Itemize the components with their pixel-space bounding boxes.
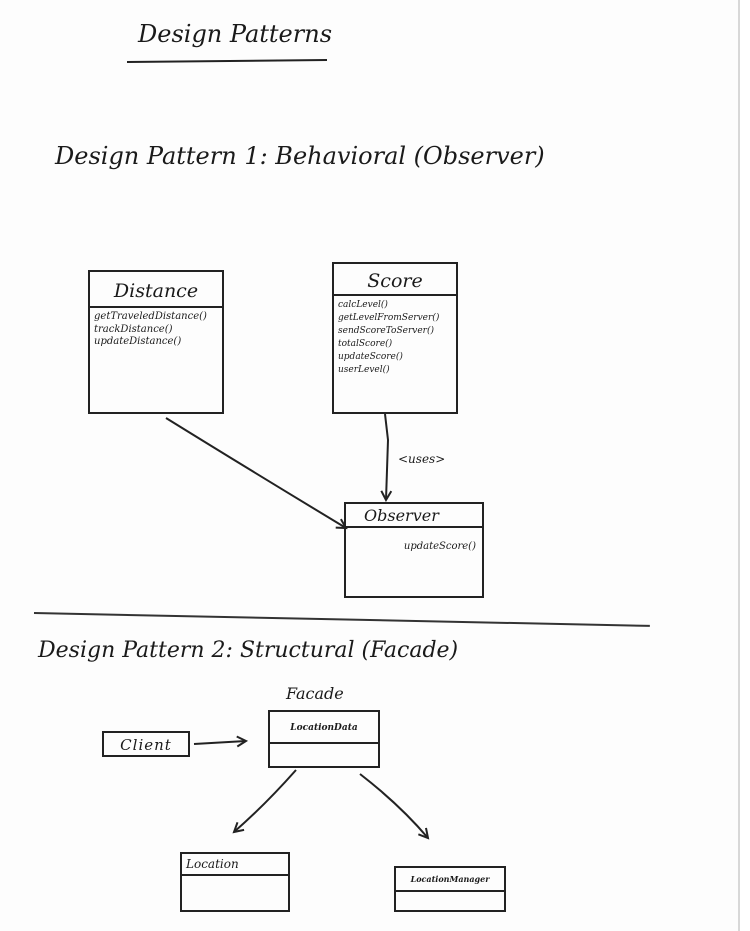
pattern2-heading: Design Pattern 2: Structural (Facade) [38, 638, 459, 663]
facade-label: Facade [286, 684, 344, 703]
score-class-box: Score calcLevel() getLevelFromServer() s… [332, 262, 458, 414]
method: trackDistance() [94, 323, 173, 335]
method: totalScore() [338, 339, 393, 350]
facade-class-name: LocationData [270, 712, 378, 744]
method: sendScoreToServer() [338, 326, 435, 337]
observer-class-name: Observer [346, 504, 482, 528]
method: getTraveledDistance() [94, 311, 207, 322]
client-box: Client [102, 731, 190, 757]
distance-to-observer-arrow [165, 417, 346, 528]
method: calcLevel() [338, 300, 388, 310]
page-title: Design Patterns [138, 20, 333, 48]
client-to-facade-arrow [193, 741, 246, 744]
observer-methods: updateScore() [346, 528, 482, 557]
score-class-name: Score [334, 264, 456, 296]
distance-class-box: Distance getTraveledDistance() trackDist… [88, 270, 224, 414]
location-manager-class-box: LocationManager [394, 866, 506, 912]
distance-methods: getTraveledDistance() trackDistance() up… [90, 308, 222, 352]
method: updateDistance() [94, 336, 182, 347]
facade-to-location-manager-arrow [359, 773, 428, 838]
pattern1-heading: Design Pattern 1: Behavioral (Observer) [55, 142, 545, 170]
observer-class-box: Observer updateScore() [344, 502, 484, 598]
score-to-observer-arrow [385, 413, 388, 500]
distance-class-name: Distance [90, 272, 222, 308]
method: updateScore() [338, 352, 403, 363]
location-class-name: Location [182, 854, 288, 876]
method: userLevel() [338, 365, 390, 376]
method: updateScore() [403, 541, 476, 552]
location-manager-class-name: LocationManager [396, 868, 504, 892]
facade-to-location-arrow [234, 769, 297, 832]
method: getLevelFromServer() [338, 313, 440, 324]
score-methods: calcLevel() getLevelFromServer() sendSco… [334, 296, 456, 380]
location-class-box: Location [180, 852, 290, 912]
facade-class-box: LocationData [268, 710, 380, 768]
uses-label: <uses> [398, 452, 446, 466]
